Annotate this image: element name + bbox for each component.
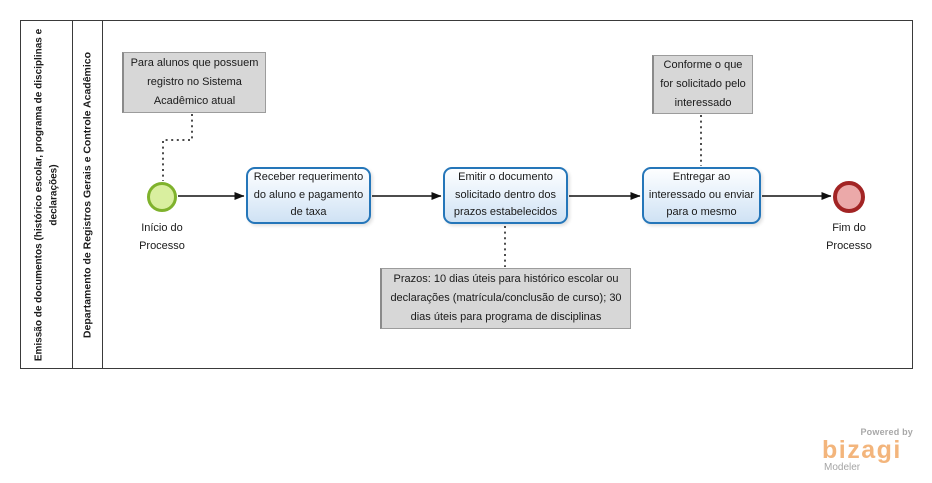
start-event-label: Início do Processo [139, 222, 185, 252]
task-label: Entregar ao interessado ou enviar para o… [648, 171, 755, 219]
annotation-text: Conforme o que for solicitado pelo inter… [660, 58, 746, 110]
task-emitir-documento[interactable]: Emitir o documento solicitado dentro dos… [443, 167, 568, 224]
annotation-text: Para alunos que possuem registro no Sist… [130, 56, 259, 108]
end-event-label: Fim do Processo [826, 222, 872, 252]
task-receber-requerimento[interactable]: Receber requerimento do aluno e pagament… [246, 167, 371, 224]
start-event[interactable] [147, 182, 177, 212]
task-label: Receber requerimento do aluno e pagament… [253, 171, 364, 219]
lane-header[interactable]: Departamento de Registros Gerais e Contr… [73, 21, 103, 368]
pool-header[interactable]: Emissão de documentos (histórico escolar… [21, 21, 73, 368]
powered-by-text: Powered by [860, 427, 913, 437]
pool-title: Emissão de documentos (histórico escolar… [33, 28, 59, 361]
task-label: Emitir o documento solicitado dentro dos… [453, 171, 558, 219]
annotation-prazos[interactable]: Prazos: 10 dias úteis para histórico esc… [380, 268, 631, 329]
task-entregar-interessado[interactable]: Entregar ao interessado ou enviar para o… [642, 167, 761, 224]
annotation-text: Prazos: 10 dias úteis para histórico esc… [390, 272, 622, 324]
lane-title: Departamento de Registros Gerais e Contr… [80, 51, 93, 338]
modeler-text: Modeler [824, 462, 861, 474]
annotation-conforme-solicitado[interactable]: Conforme o que for solicitado pelo inter… [652, 55, 753, 114]
bizagi-logo: bizagi [822, 436, 902, 464]
bizagi-watermark: Powered by bizagi Modeler [822, 427, 913, 473]
end-event[interactable] [833, 181, 865, 213]
annotation-para-alunos[interactable]: Para alunos que possuem registro no Sist… [122, 52, 266, 113]
